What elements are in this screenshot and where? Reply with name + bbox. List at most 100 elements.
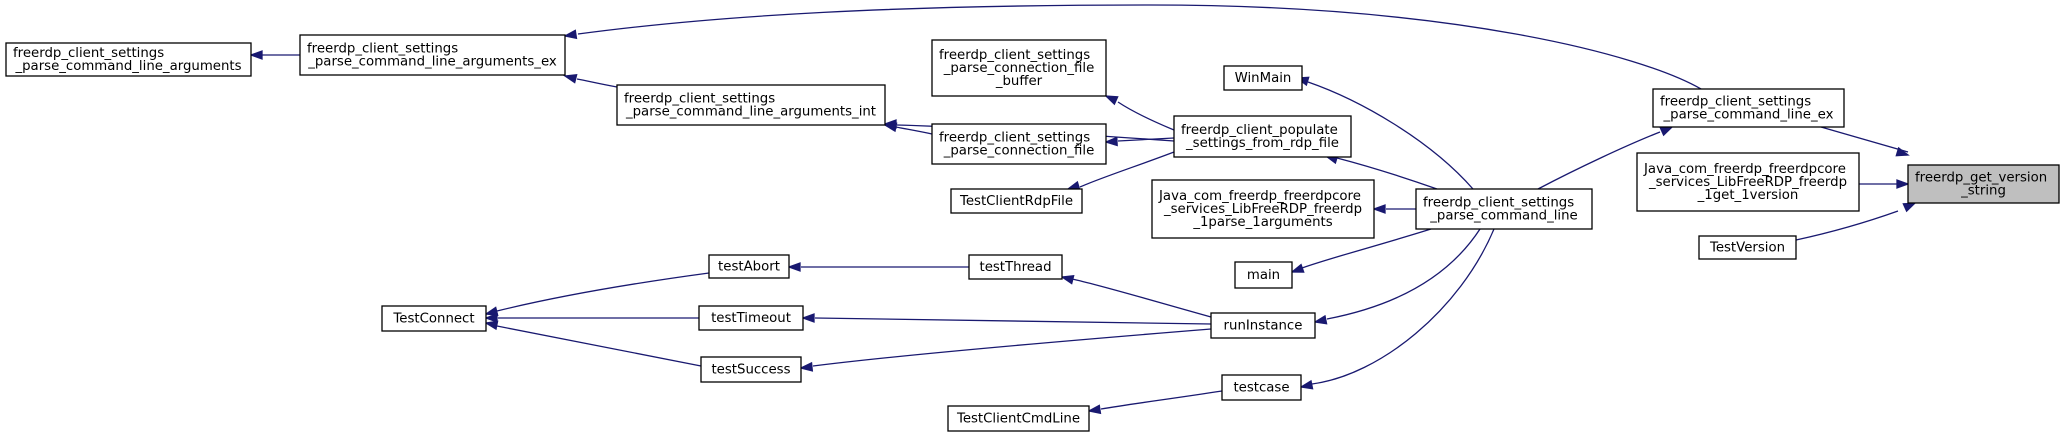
node-test_version[interactable]: TestVersion bbox=[1698, 235, 1797, 260]
edge-parse_cmdline_ex-to-parse_cmdline_args_ex bbox=[563, 4, 1702, 90]
node-box bbox=[1415, 188, 1593, 230]
edge-line bbox=[895, 126, 933, 135]
edge-line bbox=[812, 328, 1212, 367]
edge-run_instance-to-test_success bbox=[799, 328, 1212, 372]
node-test_abort[interactable]: testAbort bbox=[708, 254, 790, 279]
edge-line bbox=[577, 4, 1702, 90]
edge-parse_cmdline_args_int-to-parse_cmdline_args_ex bbox=[563, 74, 618, 88]
node-label: freerdp_client_settings bbox=[13, 46, 164, 61]
edge-line bbox=[1071, 278, 1212, 318]
node-label: Java_com_freerdp_freerdpcore bbox=[1158, 189, 1361, 204]
edge-line bbox=[1307, 81, 1474, 190]
node-java_get_version[interactable]: Java_com_freerdp_freerdpcore_services_Li… bbox=[1636, 152, 1860, 212]
node-label: _parse_command_line_ex bbox=[1663, 108, 1834, 123]
node-box bbox=[947, 405, 1090, 432]
edge-line bbox=[1326, 228, 1481, 320]
node-get_version[interactable]: freerdp_get_version_string bbox=[1907, 164, 2060, 204]
edge-test_abort-to-test_connect bbox=[484, 272, 710, 316]
node-test_thread[interactable]: testThread bbox=[968, 254, 1063, 280]
edge-test_success-to-test_connect bbox=[484, 320, 702, 367]
node-parse_cmdline_ex[interactable]: freerdp_client_settings_parse_command_li… bbox=[1652, 88, 1845, 128]
edge-line bbox=[1820, 126, 1909, 153]
node-label: freerdp_client_settings bbox=[939, 131, 1090, 146]
node-box bbox=[700, 356, 802, 383]
node-label: freerdp_get_version bbox=[1915, 171, 2047, 186]
edge-run_instance-to-test_thread bbox=[1060, 275, 1212, 318]
arrowhead-icon bbox=[1290, 263, 1305, 273]
node-label: _1get_1version bbox=[1697, 188, 1799, 203]
arrowhead-icon bbox=[1895, 146, 1910, 157]
node-label: TestClientRdpFile bbox=[959, 194, 1073, 209]
node-parse_cmdline[interactable]: freerdp_client_settings_parse_command_li… bbox=[1415, 188, 1593, 230]
node-label: _settings_from_rdp_file bbox=[1185, 136, 1339, 151]
edge-java_get_version-to-get_version bbox=[1859, 179, 1910, 189]
node-box bbox=[1907, 164, 2060, 204]
node-box bbox=[698, 305, 804, 331]
node-box bbox=[1652, 88, 1845, 128]
node-label: testAbort bbox=[718, 260, 780, 275]
node-label: _services_LibFreeRDP_freerdp bbox=[1648, 175, 1847, 190]
edge-test_thread-to-test_abort bbox=[787, 262, 969, 272]
node-box bbox=[1151, 179, 1375, 239]
node-label: freerdp_client_settings bbox=[939, 48, 1090, 63]
node-populate_settings[interactable]: freerdp_client_populate_settings_from_rd… bbox=[1173, 115, 1352, 158]
node-main[interactable]: main bbox=[1234, 261, 1293, 289]
arrowhead-icon bbox=[484, 306, 499, 316]
node-label: testThread bbox=[979, 260, 1051, 275]
node-run_instance[interactable]: runInstance bbox=[1210, 312, 1316, 339]
arrowhead-icon bbox=[484, 320, 499, 331]
edge-line bbox=[1795, 210, 1899, 241]
node-label: TestClientCmdLine bbox=[956, 412, 1080, 427]
node-label: testTimeout bbox=[711, 311, 791, 326]
arrowhead-icon bbox=[1104, 95, 1119, 106]
node-testcase[interactable]: testcase bbox=[1221, 374, 1302, 401]
nodes-layer: freerdp_get_version_string freerdp_client… bbox=[5, 34, 2060, 432]
edge-line bbox=[1301, 228, 1432, 269]
node-box bbox=[5, 42, 252, 77]
edge-line bbox=[1537, 131, 1661, 190]
node-label: _parse_connection_file bbox=[943, 144, 1095, 159]
node-test_connect[interactable]: TestConnect bbox=[381, 305, 487, 332]
node-parse_cmdline_args[interactable]: freerdp_client_settings_parse_command_li… bbox=[5, 42, 252, 77]
edge-parse_cmdline-to-main bbox=[1290, 228, 1432, 273]
edge-testcase-to-test_client_cmdline bbox=[1087, 390, 1223, 415]
node-label: TestVersion bbox=[1709, 241, 1785, 256]
node-box bbox=[968, 254, 1063, 280]
arrowhead-icon bbox=[1104, 136, 1118, 147]
edges-layer bbox=[249, 4, 1917, 415]
arrowhead-icon bbox=[1299, 379, 1314, 390]
node-java_parse_args[interactable]: Java_com_freerdp_freerdpcore_services_Li… bbox=[1151, 179, 1375, 239]
node-label: testSuccess bbox=[711, 363, 790, 378]
edge-line bbox=[814, 317, 1212, 325]
arrowhead-icon bbox=[563, 74, 578, 84]
node-box bbox=[708, 254, 790, 279]
arrowhead-icon bbox=[563, 29, 578, 40]
node-parse_cmdline_args_ex[interactable]: freerdp_client_settings_parse_command_li… bbox=[299, 34, 566, 76]
node-label: _parse_command_line bbox=[1429, 209, 1577, 224]
node-test_success[interactable]: testSuccess bbox=[700, 356, 802, 383]
arrowhead-icon bbox=[883, 122, 898, 133]
arrowhead-icon bbox=[1060, 275, 1075, 285]
node-parse_conn_file[interactable]: freerdp_client_settings_parse_connection… bbox=[931, 123, 1107, 165]
node-box bbox=[931, 39, 1107, 97]
node-box bbox=[1223, 65, 1303, 91]
edge-populate_settings-to-parse_conn_file bbox=[1104, 136, 1175, 147]
node-parse_cmdline_args_int[interactable]: freerdp_client_settings_parse_command_li… bbox=[616, 84, 886, 126]
arrowhead-icon bbox=[799, 361, 814, 372]
node-box bbox=[299, 34, 566, 76]
node-winmain[interactable]: WinMain bbox=[1223, 65, 1303, 91]
arrowhead-icon bbox=[249, 50, 263, 60]
node-test_timeout[interactable]: testTimeout bbox=[698, 305, 804, 331]
edge-populate_settings-to-test_client_rdp_file bbox=[1066, 151, 1175, 191]
node-test_client_cmdline[interactable]: TestClientCmdLine bbox=[947, 405, 1090, 432]
node-box bbox=[616, 84, 886, 126]
node-label: _parse_command_line_arguments_ex bbox=[307, 55, 557, 70]
node-box bbox=[1221, 374, 1302, 401]
node-label: _parse_command_line_arguments bbox=[14, 59, 241, 74]
node-parse_conn_file_buffer[interactable]: freerdp_client_settings_parse_connection… bbox=[931, 39, 1107, 97]
node-test_client_rdp_file[interactable]: TestClientRdpFile bbox=[950, 188, 1083, 214]
edge-line bbox=[1336, 157, 1438, 190]
edge-run_instance-to-test_timeout bbox=[801, 313, 1212, 325]
node-box bbox=[950, 188, 1083, 214]
node-label: _1parse_1arguments bbox=[1192, 215, 1332, 230]
